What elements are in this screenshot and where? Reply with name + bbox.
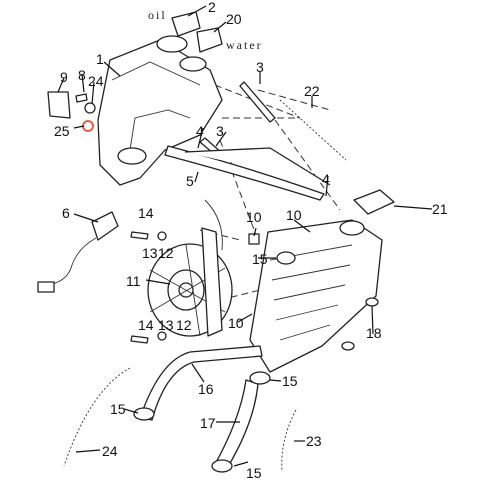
callout-15-right: 15 <box>282 373 298 389</box>
callout-9: 10 <box>286 207 302 223</box>
callout-20: 20 <box>226 11 242 27</box>
breather-hose <box>164 145 331 201</box>
callout-11: 11 <box>126 273 141 289</box>
hose-clamps <box>133 251 296 473</box>
callout-13-top: 13 <box>142 245 158 261</box>
lower-hoses <box>139 345 263 471</box>
callout-17: 17 <box>200 415 216 431</box>
callout-22: 22 <box>304 83 320 99</box>
oil-label: oil <box>148 8 167 22</box>
water-label: water <box>226 38 263 52</box>
cooling-fan <box>147 199 233 337</box>
callout-1: 1 <box>96 51 104 67</box>
fan-switch-wiring <box>37 211 119 293</box>
callout-18: 18 <box>366 325 382 341</box>
callout-26: 25 <box>54 123 70 139</box>
reservoir-caps <box>171 11 223 53</box>
callout-13-bottom: 13 <box>158 317 174 333</box>
small-fasteners <box>130 231 379 351</box>
callout-4-top: 4 <box>196 123 204 139</box>
callout-14-top: 14 <box>138 205 154 221</box>
coolant-reservoir-tank <box>97 35 223 186</box>
callout-14-bottom: 14 <box>138 317 154 333</box>
callout-3-mid: 3 <box>216 123 224 139</box>
callout-16: 16 <box>198 381 214 397</box>
callout-21: 21 <box>432 201 448 217</box>
callout-24: 24 <box>102 443 118 459</box>
callout-5: 5 <box>186 173 194 189</box>
callout-23: 23 <box>306 433 322 449</box>
callout-10-top: 10 <box>246 209 262 225</box>
callout-12-top: 12 <box>158 245 174 261</box>
callout-15-rad: 15 <box>252 251 268 267</box>
radiator <box>249 189 395 373</box>
callout-2: 2 <box>208 0 216 15</box>
springs <box>63 99 347 471</box>
callout-8: 9 <box>60 69 68 85</box>
callout-6: 6 <box>62 205 70 221</box>
callout-12-bottom: 12 <box>176 317 192 333</box>
callout-10-bottom: 10 <box>228 315 244 331</box>
callout-3-top: 3 <box>256 59 264 75</box>
callout-15-left: 15 <box>110 401 126 417</box>
callout-15-bottom: 15 <box>246 465 262 480</box>
callout-4-right: 4 <box>322 171 330 187</box>
callout-25: 24 <box>88 73 104 89</box>
leader-lines <box>57 5 433 467</box>
callout-7: 8 <box>78 67 86 83</box>
